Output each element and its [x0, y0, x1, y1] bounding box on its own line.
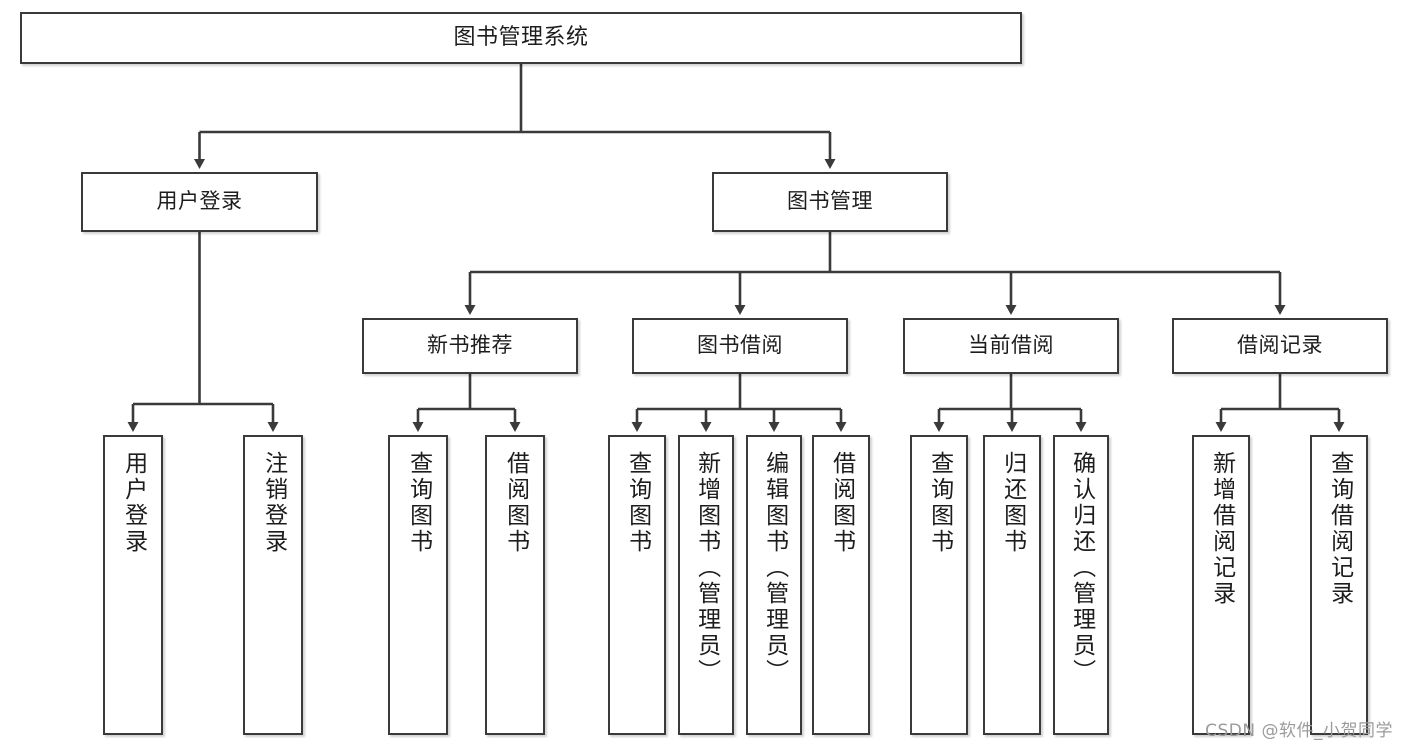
node-label: 图书借阅 [697, 333, 783, 358]
node-label: 图书管理系统 [453, 24, 589, 50]
node-leaf_login[interactable]: 用户登录 [103, 435, 163, 735]
node-borrow_record[interactable]: 借阅记录 [1172, 318, 1388, 374]
node-label: 用户登录 [120, 451, 147, 555]
node-nb_borrow[interactable]: 借阅图书 [485, 435, 545, 735]
node-label: 借阅图书 [828, 451, 855, 555]
node-book_mgmt[interactable]: 图书管理 [712, 172, 948, 232]
node-label: 查询借阅记录 [1326, 451, 1353, 607]
node-root[interactable]: 图书管理系统 [20, 12, 1022, 64]
node-label: 查询图书 [405, 451, 432, 555]
node-label: 查询图书 [926, 451, 953, 555]
node-label: 新增图书（管理员） [693, 451, 720, 685]
node-label: 编辑图书（管理员） [761, 451, 788, 685]
node-label: 归还图书 [999, 451, 1026, 555]
node-label: 新书推荐 [427, 333, 513, 358]
node-user_login[interactable]: 用户登录 [81, 172, 318, 232]
node-book_borrow[interactable]: 图书借阅 [632, 318, 848, 374]
node-cb_confirm[interactable]: 确认归还（管理员） [1053, 435, 1109, 735]
node-br_add[interactable]: 新增借阅记录 [1192, 435, 1250, 735]
node-cur_borrow[interactable]: 当前借阅 [903, 318, 1119, 374]
node-label: 新增借阅记录 [1208, 451, 1235, 607]
node-label: 借阅记录 [1237, 333, 1323, 358]
node-label: 注销登录 [260, 451, 287, 555]
node-bb_add[interactable]: 新增图书（管理员） [678, 435, 734, 735]
node-label: 借阅图书 [502, 451, 529, 555]
node-label: 查询图书 [624, 451, 651, 555]
node-bb_query[interactable]: 查询图书 [608, 435, 666, 735]
node-label: 确认归还（管理员） [1068, 451, 1095, 685]
node-label: 图书管理 [787, 189, 873, 214]
node-cb_return[interactable]: 归还图书 [983, 435, 1041, 735]
node-label: 用户登录 [156, 189, 243, 214]
node-bb_borrow[interactable]: 借阅图书 [812, 435, 870, 735]
node-nb_query[interactable]: 查询图书 [388, 435, 448, 735]
node-leaf_logout[interactable]: 注销登录 [243, 435, 303, 735]
node-br_query[interactable]: 查询借阅记录 [1310, 435, 1368, 735]
node-label: 当前借阅 [968, 333, 1054, 358]
node-cb_query[interactable]: 查询图书 [910, 435, 968, 735]
node-bb_edit[interactable]: 编辑图书（管理员） [746, 435, 802, 735]
node-new_books[interactable]: 新书推荐 [362, 318, 578, 374]
watermark: CSDN @软件_小贺同学 [1205, 721, 1393, 741]
